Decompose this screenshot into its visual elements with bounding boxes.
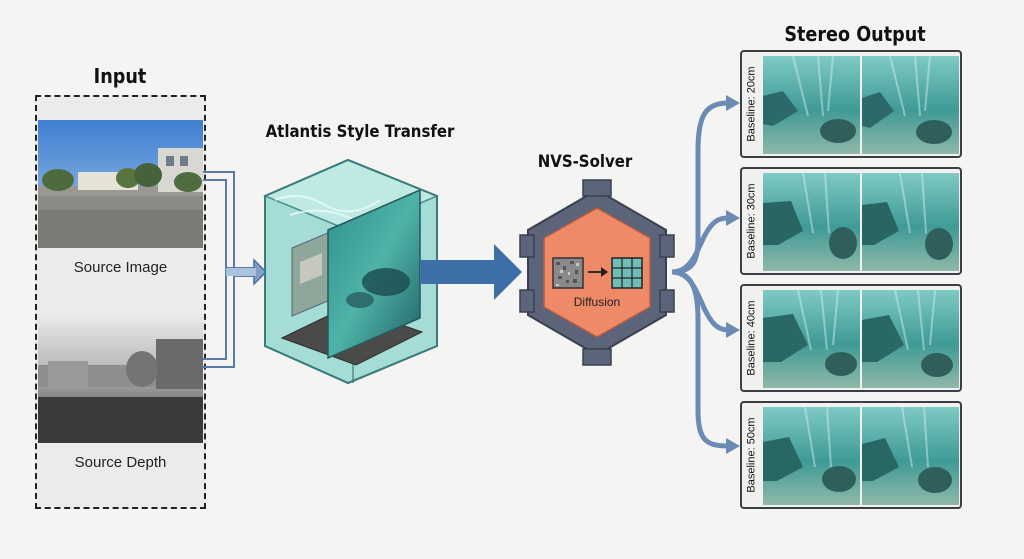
source-image xyxy=(38,120,203,248)
stereo-output-panel-50cm: Baseline: 50cm xyxy=(740,401,962,509)
baseline-label-50cm: Baseline: 50cm xyxy=(746,417,758,493)
stereo-output-panel-40cm: Baseline: 40cm xyxy=(740,284,962,392)
arrow-right-icon xyxy=(588,267,608,277)
baseline-label-20cm: Baseline: 20cm xyxy=(746,66,758,142)
stereo-output-panel-30cm: Baseline: 30cm xyxy=(740,167,962,275)
grid-icon xyxy=(611,257,643,289)
input-arrow-body xyxy=(226,268,256,276)
output-arrow-heads xyxy=(726,95,740,454)
stereo-left-view xyxy=(763,56,860,154)
nvs-solver-title: NVS-Solver xyxy=(537,152,633,172)
cube-to-solver-arrow-head xyxy=(494,244,522,300)
stereo-left-view xyxy=(763,407,860,505)
baseline-label-30cm: Baseline: 30cm xyxy=(746,183,758,259)
stereo-right-view xyxy=(862,56,959,154)
output-branches xyxy=(671,100,729,449)
style-transfer-cube xyxy=(263,158,439,385)
cube-to-solver-arrow-body xyxy=(420,260,496,284)
stereo-right-view xyxy=(862,290,959,388)
source-depth-label: Source Depth xyxy=(74,454,167,471)
baseline-label-40cm: Baseline: 40cm xyxy=(746,300,758,376)
source-image-label: Source Image xyxy=(73,259,168,276)
stereo-right-view xyxy=(862,407,959,505)
stereo-left-view xyxy=(763,173,860,271)
style-transfer-title: Atlantis Style Transfer xyxy=(265,122,455,142)
source-depth-map xyxy=(38,317,203,443)
stereo-output-panel-20cm: Baseline: 20cm xyxy=(740,50,962,158)
stereo-output-title: Stereo Output xyxy=(784,22,926,46)
stereo-left-view xyxy=(763,290,860,388)
noise-icon xyxy=(552,257,584,289)
diffusion-label: Diffusion xyxy=(574,295,620,309)
stereo-right-view xyxy=(862,173,959,271)
input-title: Input xyxy=(93,64,147,88)
